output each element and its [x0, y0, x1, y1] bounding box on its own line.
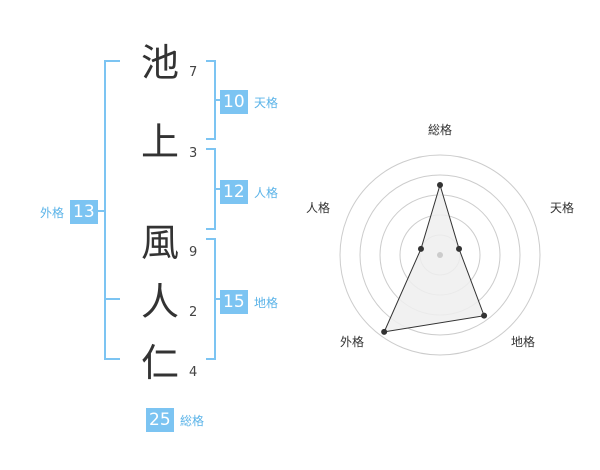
chikaku-bracket: [206, 238, 216, 360]
stroke-count-3: 9: [189, 245, 198, 260]
tenkaku-tick: [216, 99, 220, 101]
gaikaku-tick: [98, 210, 104, 212]
jinkaku-tick: [216, 188, 220, 190]
radar-point-3: [481, 312, 488, 319]
axis-label-jinkaku: 人格: [306, 200, 330, 215]
stroke-count-4: 2: [189, 305, 198, 320]
stroke-count-5: 4: [189, 365, 198, 380]
gaikaku-label: 外格: [40, 206, 65, 220]
radar-point-4: [381, 328, 388, 335]
axis-label-gaikaku: 外格: [340, 334, 364, 349]
radar-center-dot: [437, 252, 443, 258]
gaikaku-bracket: [104, 60, 120, 360]
tenkaku-label: 天格: [254, 96, 279, 110]
jinkaku-bracket: [206, 148, 216, 230]
chikaku-label: 地格: [254, 296, 279, 310]
radar-point-2: [456, 245, 463, 252]
gaikaku-inner-tick: [104, 298, 120, 300]
radar-ring: [359, 174, 521, 336]
radar-points: [381, 182, 488, 335]
name-char-1: 池: [140, 41, 179, 85]
soukaku-label: 総格: [180, 414, 205, 428]
jinkaku-value-badge: 12: [220, 180, 248, 204]
radar-point-1: [437, 182, 443, 188]
name-char-4: 人: [140, 280, 179, 324]
jinkaku-label: 人格: [254, 186, 279, 200]
radar-ring: [339, 154, 541, 356]
stroke-count-2: 3: [189, 146, 198, 161]
tenkaku-bracket: [206, 60, 216, 140]
name-char-5: 仁: [140, 341, 179, 385]
chikaku-tick: [216, 298, 220, 300]
gaikaku-value-badge: 13: [70, 200, 98, 224]
chikaku-value-badge: 15: [220, 290, 248, 314]
soukaku-value-badge: 25: [146, 408, 174, 432]
radar-chart: 総格 天格 地格 外格 人格: [306, 122, 574, 356]
tenkaku-value-badge: 10: [220, 90, 248, 114]
name-char-3: 風: [140, 221, 179, 265]
axis-label-soukaku: 総格: [428, 122, 452, 137]
name-char-2: 上: [140, 120, 179, 164]
stroke-count-1: 7: [189, 65, 198, 80]
radar-point-5: [417, 245, 424, 252]
axis-label-tenkaku: 天格: [550, 200, 574, 215]
axis-label-chikaku: 地格: [511, 334, 535, 349]
radar-area: [383, 183, 485, 333]
